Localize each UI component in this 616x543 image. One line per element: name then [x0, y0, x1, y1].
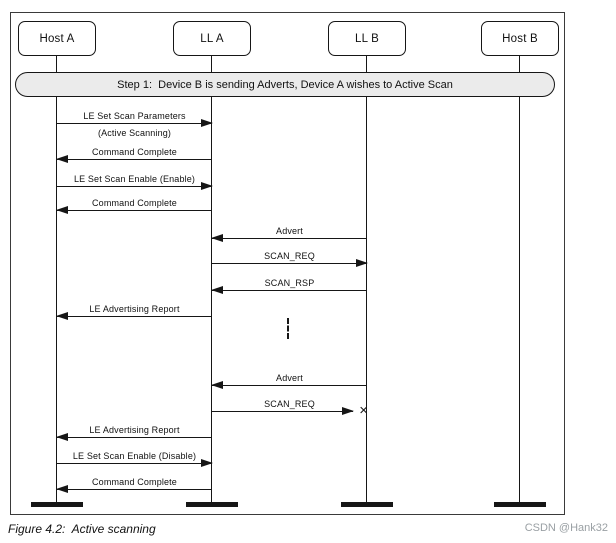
watermark-text: CSDN @Hank32: [524, 522, 608, 534]
message-arrow-1: LE Set Scan Parameters (Active Scanning): [57, 110, 213, 138]
message-arrow-12: LE Set Scan Enable (Disable): [57, 450, 213, 468]
message-label: SCAN_RSP: [262, 277, 317, 288]
lost-cross-icon: ×: [359, 401, 368, 419]
lifeline-ll-b: [366, 56, 368, 504]
arrowhead-icon: [56, 433, 68, 442]
actor-box-ll-b: LL B: [328, 21, 406, 56]
arrowhead-icon: [56, 485, 68, 494]
actor-label: LL B: [354, 32, 380, 45]
message-arrow-9: Advert: [211, 372, 367, 390]
step-banner: Step 1: Device B is sending Adverts, Dev…: [15, 72, 555, 97]
message-arrow-4: Command Complete: [56, 197, 212, 215]
message-arrow-5: Advert: [211, 225, 367, 243]
message-label: Advert: [274, 372, 305, 383]
message-label: LE Advertising Report: [87, 424, 182, 435]
actor-label: LL A: [200, 32, 224, 45]
message-arrow-3: LE Set Scan Enable (Enable): [57, 173, 213, 191]
terminator-host-a: [31, 502, 83, 507]
message-label: Advert: [274, 225, 305, 236]
arrowhead-icon: [342, 407, 354, 416]
message-label: Command Complete: [90, 197, 179, 208]
message-arrow-11: LE Advertising Report: [56, 424, 212, 442]
message-arrow-7: SCAN_RSP: [211, 277, 367, 295]
message-arrow-2: Command Complete: [56, 146, 212, 164]
arrowhead-icon: [211, 381, 223, 390]
actor-label: Host B: [502, 32, 538, 45]
message-label: SCAN_REQ: [262, 250, 317, 261]
message-label: LE Set Scan Parameters: [81, 110, 188, 121]
continuation-mark: [287, 318, 289, 339]
message-label: Command Complete: [90, 476, 179, 487]
message-label: Command Complete: [90, 146, 179, 157]
lifeline-host-a: [56, 56, 58, 504]
message-arrow-13: Command Complete: [56, 476, 212, 494]
arrowhead-icon: [56, 155, 68, 164]
arrowhead-icon: [201, 459, 213, 468]
diagram-frame: [10, 12, 565, 515]
arrowhead-icon: [211, 234, 223, 243]
lifeline-ll-a: [211, 56, 213, 504]
terminator-host-b: [494, 502, 546, 507]
actor-box-host-b: Host B: [481, 21, 559, 56]
arrowhead-icon: [201, 182, 213, 191]
message-arrow-10: SCAN_REQ ×: [212, 398, 368, 418]
message-arrow-8: LE Advertising Report: [56, 303, 212, 321]
figure-caption: Figure 4.2: Active scanning: [8, 522, 156, 536]
message-label: LE Advertising Report: [87, 303, 182, 314]
arrowhead-icon: [56, 206, 68, 215]
arrowhead-icon: [356, 259, 368, 268]
arrowhead-icon: [201, 119, 213, 128]
actor-box-ll-a: LL A: [173, 21, 251, 56]
message-sublabel: (Active Scanning): [97, 128, 172, 138]
terminator-ll-b: [341, 502, 393, 507]
actor-label: Host A: [39, 32, 75, 45]
actor-box-host-a: Host A: [18, 21, 96, 56]
message-arrow-6: SCAN_REQ: [212, 250, 368, 268]
arrowhead-icon: [211, 286, 223, 295]
arrowhead-icon: [56, 312, 68, 321]
terminator-ll-a: [186, 502, 238, 507]
lifeline-host-b: [519, 56, 521, 504]
message-label: LE Set Scan Enable (Disable): [70, 450, 199, 461]
message-label: LE Set Scan Enable (Enable): [71, 173, 198, 184]
message-label: SCAN_REQ: [262, 398, 317, 409]
step-banner-label: Step 1: Device B is sending Adverts, Dev…: [117, 78, 453, 91]
